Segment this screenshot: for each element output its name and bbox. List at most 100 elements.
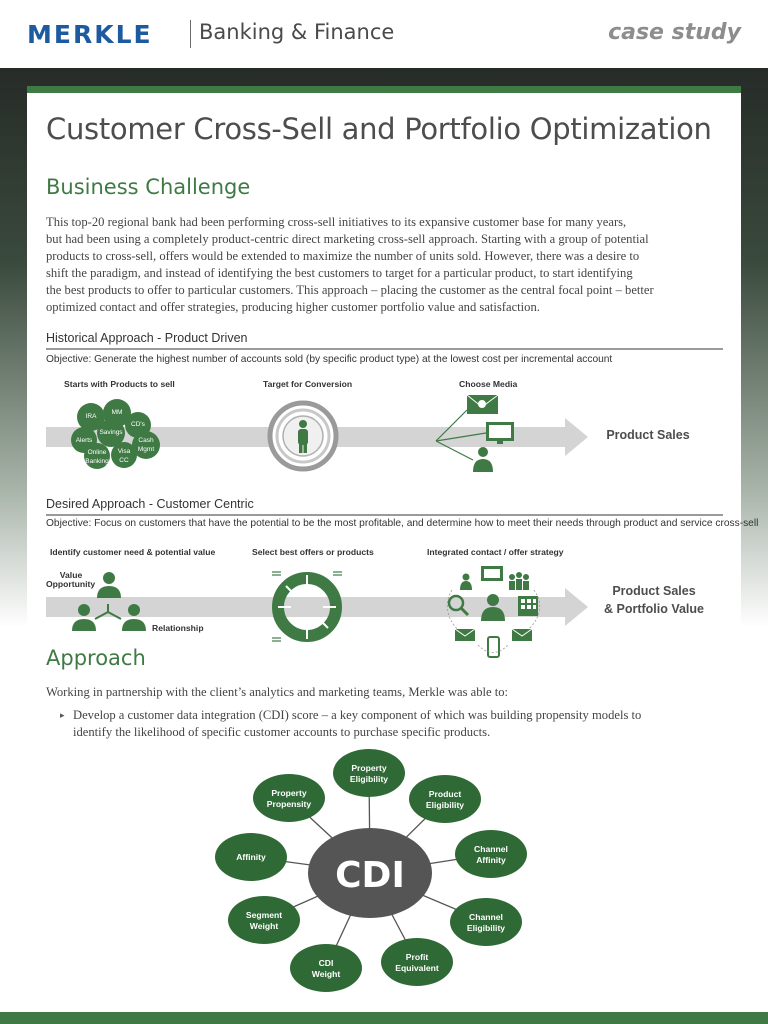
product-label: CC: [119, 457, 129, 464]
donut-tick-marks: [272, 571, 342, 642]
product-label: Mgmt: [138, 446, 154, 453]
cdi-node-label: Affinity: [236, 852, 266, 862]
desired-flow-arrow: [46, 588, 588, 626]
product-label: IRA: [86, 413, 98, 420]
business-challenge-title: Business Challenge: [46, 175, 251, 199]
product-bubble-cluster: [71, 399, 160, 469]
desired-result-label: Product Sales & Portfolio Value: [596, 582, 712, 618]
cdi-node-label: Eligibility: [350, 774, 388, 784]
product-label: Banking: [85, 458, 109, 465]
cdi-node-label: Property: [351, 763, 387, 773]
offers-donut-icon: [272, 572, 342, 642]
product-bubble: [132, 431, 160, 459]
cdi-node-label: Propensity: [267, 799, 312, 809]
customer-relationship-icon: [72, 572, 146, 631]
media-connector-lines: [435, 409, 487, 461]
cdi-node-label: Channel: [474, 844, 508, 854]
case-study-tag: case study: [608, 20, 741, 45]
cdi-node-label: Profit: [406, 952, 429, 962]
integrated-contact-icons: [447, 566, 538, 658]
cdi-node-label: Weight: [312, 969, 341, 979]
cdi-node-label: Equivalent: [395, 963, 439, 973]
body-line: but had been using a completely product-…: [46, 232, 649, 246]
footer-bar: [0, 1012, 768, 1024]
historical-step-products: Starts with Products to sell: [64, 379, 175, 389]
cdi-center-label: CDI: [335, 855, 405, 896]
header: MERKLE Banking & Finance case study: [0, 0, 768, 68]
historical-step-target: Target for Conversion: [263, 379, 353, 389]
desired-result-line: & Portfolio Value: [603, 602, 704, 616]
cdi-node-circle: [409, 775, 481, 823]
page-title: Customer Cross-Sell and Portfolio Optimi…: [46, 112, 712, 146]
historical-result-label: Product Sales: [606, 428, 690, 442]
body-line: This top-20 regional bank had been perfo…: [46, 215, 627, 229]
historical-step-media: Choose Media: [459, 379, 518, 389]
cdi-node-label: Property: [271, 788, 307, 798]
bullet-line: Develop a customer data integration (CDI…: [73, 708, 642, 722]
bullet-arrow-icon: ▸: [60, 710, 65, 720]
cdi-nodes: PropertyEligibilityProductEligibilityCha…: [215, 749, 527, 992]
brand-logo: MERKLE: [27, 20, 153, 49]
desired-rule: [46, 514, 723, 516]
person-icon: [473, 447, 493, 472]
product-bubble-labels: IRAMMCD'sSavingsCashMgmtAlertsOnlineBank…: [76, 409, 155, 465]
approach-intro: Working in partnership with the client’s…: [46, 685, 509, 699]
body-line: shift the paradigm, and instead of ident…: [46, 266, 633, 280]
bullet-line: identify the likelihood of specific cust…: [73, 725, 491, 739]
product-label: MM: [112, 409, 123, 416]
cdi-node-label: Eligibility: [467, 923, 505, 933]
historical-objective: Objective: Generate the highest number o…: [46, 354, 613, 365]
relationship-label: Relationship: [152, 623, 204, 633]
computer-icon: [486, 422, 514, 444]
opportunity-label: Opportunity: [46, 579, 96, 589]
product-bubble: [77, 403, 105, 431]
body-line: products to cross-sell, offers would be …: [46, 249, 640, 263]
cdi-node-circle: [381, 938, 453, 986]
product-label: Online: [88, 449, 107, 456]
product-bubble: [97, 419, 125, 447]
body-line: optimized contact and offer strategies, …: [46, 300, 540, 314]
cdi-node-circle: [333, 749, 405, 797]
target-icon: [267, 400, 339, 472]
body-line: the best products to offer to particular…: [46, 283, 654, 297]
cdi-node-label: Channel: [469, 912, 503, 922]
desired-objective: Objective: Focus on customers that have …: [46, 518, 759, 529]
product-label: Visa: [118, 448, 131, 455]
approach-title: Approach: [46, 646, 146, 670]
historical-rule: [46, 348, 723, 350]
cdi-node-circle: [253, 774, 325, 822]
cdi-node-circle: [450, 898, 522, 946]
cdi-node: Affinity: [215, 833, 287, 881]
integrated-contact-ring: [446, 589, 541, 653]
desired-result-line: Product Sales: [612, 584, 696, 598]
mail-icon: [466, 394, 499, 414]
approach-bullet: ▸ Develop a customer data integration (C…: [60, 707, 720, 741]
desired-approach-heading: Desired Approach - Customer Centric: [46, 497, 254, 511]
business-challenge-text: This top-20 regional bank had been perfo…: [46, 214, 726, 316]
cdi-node-label: CDI: [319, 958, 334, 968]
desired-step-identify: Identify customer need & potential value: [50, 547, 216, 557]
cdi-node-label: Eligibility: [426, 800, 464, 810]
brand-divider: [190, 20, 191, 48]
cdi-node-label: Affinity: [476, 855, 506, 865]
product-label: Alerts: [76, 437, 93, 444]
cdi-center-node: [308, 828, 432, 918]
cdi-node-label: Segment: [246, 910, 282, 920]
cdi-node-label: Weight: [250, 921, 279, 931]
value-label: Value: [59, 570, 83, 580]
cdi-node-label: Product: [429, 789, 462, 799]
product-bubble: [84, 443, 110, 469]
desired-step-select: Select best offers or products: [252, 547, 374, 557]
cdi-node-circle: [228, 896, 300, 944]
product-bubble: [111, 442, 137, 468]
desired-step-integrated: Integrated contact / offer strategy: [427, 547, 564, 557]
